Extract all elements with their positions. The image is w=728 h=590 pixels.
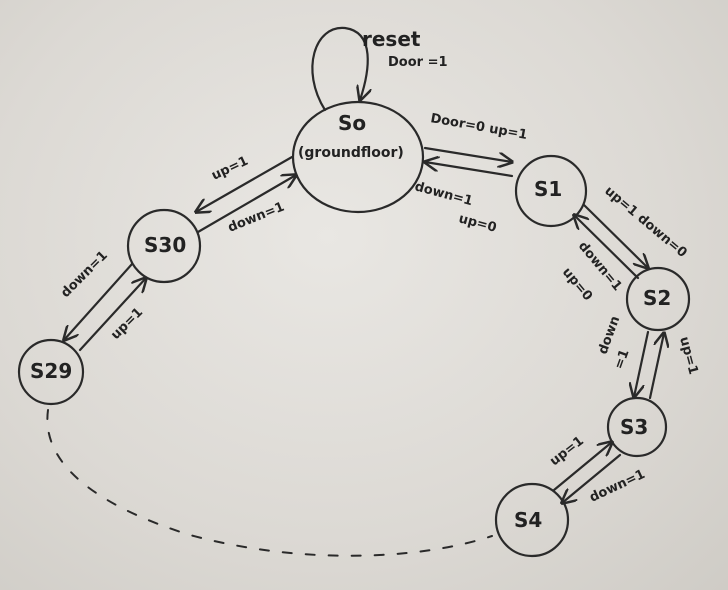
label-s0-to-s30: up=1 (209, 154, 250, 184)
label-s2-to-s3-b: =1 (612, 347, 633, 371)
state-s3-label: S3 (620, 415, 648, 439)
reset-loop-arrow (311, 26, 367, 112)
state-s4-label: S4 (514, 508, 542, 532)
reset-condition-label: Door =1 (388, 55, 448, 70)
label-s1-to-s0-a: down=1 (413, 179, 474, 209)
label-s0-to-s1: Door=0 up=1 (429, 111, 528, 143)
state-s1-circle (514, 154, 588, 228)
state-s29-circle (17, 338, 85, 406)
label-s29-to-s30: up=1 (108, 305, 146, 343)
state-s30-label: S30 (144, 233, 186, 257)
arrow-s0-to-s30 (196, 155, 294, 212)
arrow-s30-to-s0 (196, 175, 296, 234)
arrow-s4-to-s3 (552, 442, 612, 492)
state-s29-label: S29 (30, 359, 72, 383)
arrow-s30-to-s29 (64, 262, 134, 340)
dashed-continuation (46, 409, 493, 557)
state-s0-label: So (338, 111, 366, 135)
state-s4-circle (494, 482, 570, 558)
label-s3-to-s4: up=1 (547, 434, 587, 470)
arrow-s1-to-s2 (582, 203, 648, 268)
label-s1-to-s2: up=1 down=0 (601, 184, 689, 261)
label-s1-to-s0-b: up=0 (457, 211, 498, 235)
reset-label: reset (362, 27, 421, 51)
state-s1-label: S1 (534, 177, 562, 201)
label-s30-to-s0: down=1 (226, 200, 287, 236)
state-s30-circle (126, 208, 202, 284)
arrow-s2-to-s1 (574, 215, 640, 280)
arrow-s3-to-s4 (562, 453, 622, 503)
label-s3-to-s2: up=1 (676, 335, 700, 376)
label-s2-to-s1-b: up=0 (559, 265, 595, 304)
state-s0-sublabel: (groundfloor) (298, 145, 404, 161)
arrow-s29-to-s30 (78, 278, 146, 352)
label-s30-to-s29: down=1 (58, 248, 111, 301)
state-s2-label: S2 (643, 286, 671, 310)
arrow-s1-to-s0 (425, 162, 514, 178)
arrow-s2-to-s3 (634, 330, 650, 397)
label-s4-to-s3: down=1 (587, 467, 647, 506)
arrow-s0-to-s1 (423, 146, 512, 162)
arrow-s3-to-s2 (648, 333, 664, 400)
